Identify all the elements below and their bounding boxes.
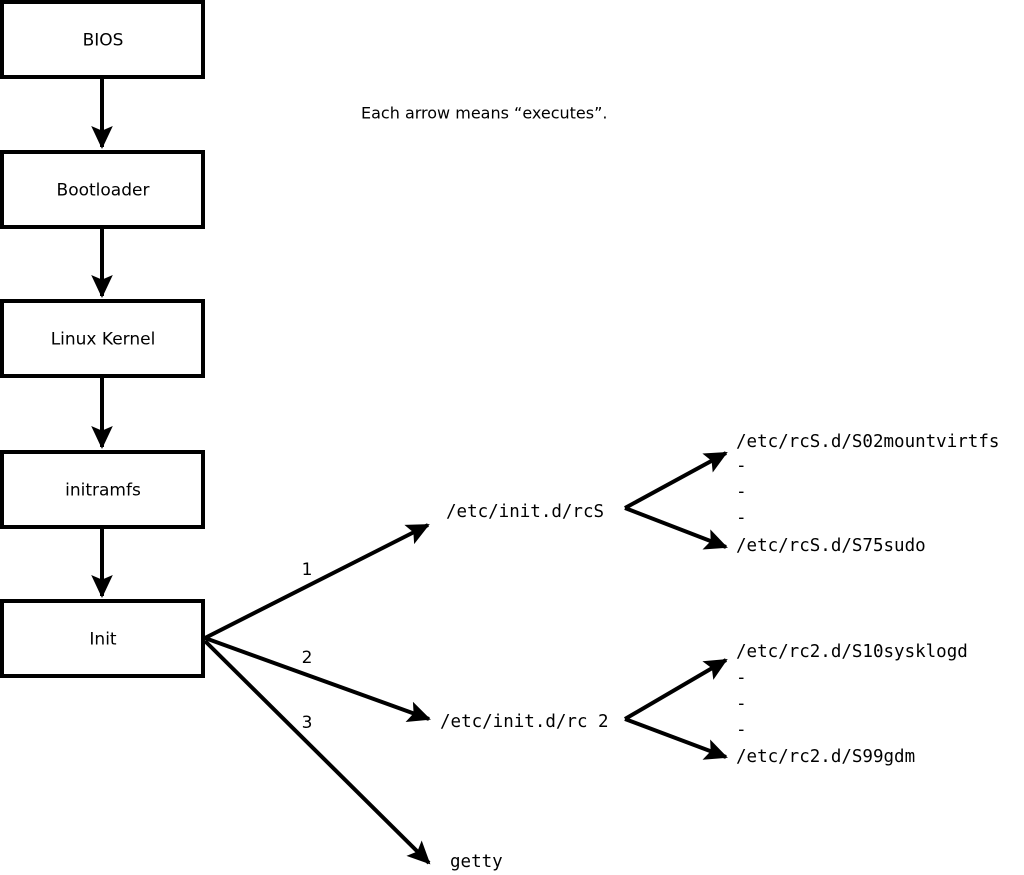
node-bios-rect (0, 0, 205, 79)
node-init-d-rc2-label[interactable]: /etc/init.d/rc 2 (440, 712, 609, 732)
node-bootloader-rect (0, 150, 205, 229)
edge-rc2-to-first-script (623, 658, 728, 721)
node-linux-kernel[interactable]: Linux Kernel (0, 299, 205, 378)
diagram-caption: Each arrow means “executes”. (361, 104, 607, 123)
edge-init-to-rc2 (204, 636, 431, 723)
node-linux-kernel-label: Linux Kernel (51, 330, 156, 350)
script-rcs-ellipsis-1: - (736, 456, 747, 476)
script-rc2-last: /etc/rc2.d/S99gdm (736, 747, 915, 767)
script-rcs-ellipsis-3: - (736, 508, 747, 528)
script-rcs-ellipsis-2: - (736, 482, 747, 502)
edge-rc2-to-last-script (624, 717, 728, 760)
script-rcs-first: /etc/rcS.d/S02mountvirtfs (736, 432, 999, 452)
node-initramfs[interactable]: initramfs (0, 450, 205, 529)
node-init-rect (0, 599, 205, 678)
edge-label-3: 3 (302, 713, 313, 733)
edge-rcs-to-last-script (624, 506, 728, 550)
script-rc2-ellipsis-3: - (736, 720, 747, 740)
edge-label-2: 2 (302, 648, 313, 668)
node-bios[interactable]: BIOS (0, 0, 205, 79)
node-init[interactable]: Init (0, 599, 205, 678)
node-getty-label[interactable]: getty (450, 852, 503, 872)
script-rc2-ellipsis-1: - (736, 668, 747, 688)
script-rc2-ellipsis-2: - (736, 694, 747, 714)
node-initramfs-label: initramfs (65, 481, 141, 501)
edge-init-to-getty (203, 639, 431, 865)
edge-init-to-rcs (204, 523, 430, 640)
node-init-label: Init (89, 630, 117, 650)
node-init-d-rcs-label[interactable]: /etc/init.d/rcS (446, 502, 604, 522)
edge-label-1: 1 (302, 560, 313, 580)
script-rc2-first: /etc/rc2.d/S10sysklogd (736, 642, 968, 662)
node-linux-kernel-rect (0, 299, 205, 378)
node-bios-label: BIOS (83, 31, 124, 51)
edge-rcs-to-first-script (624, 451, 728, 510)
node-bootloader-label: Bootloader (57, 181, 150, 201)
script-rcs-last: /etc/rcS.d/S75sudo (736, 536, 926, 556)
node-bootloader[interactable]: Bootloader (0, 150, 205, 229)
